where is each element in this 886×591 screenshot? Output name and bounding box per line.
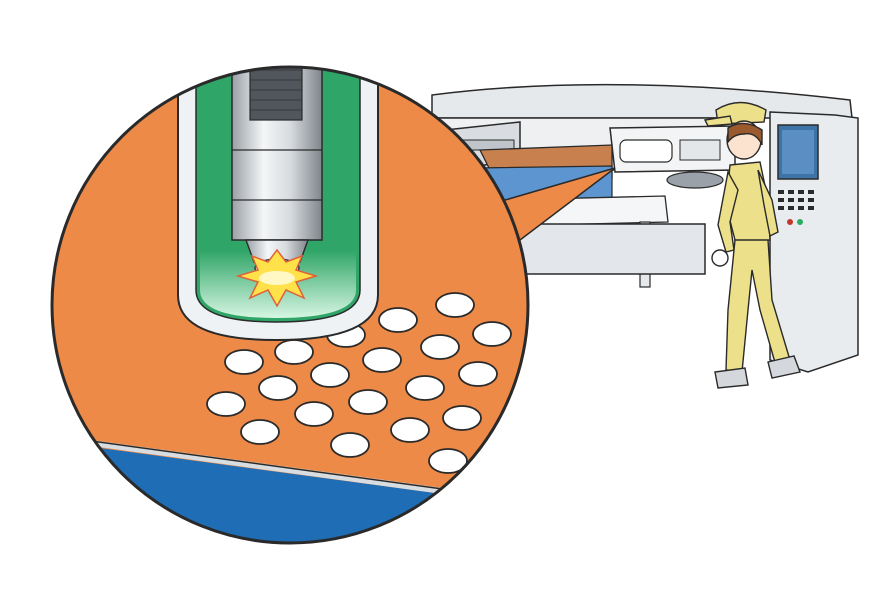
spark-icon (235, 248, 319, 308)
control-panel-icon (769, 111, 859, 373)
operator-icon (703, 101, 801, 389)
magnified-view (52, 67, 528, 543)
magnifier-ring (50, 65, 530, 545)
machine-base (504, 223, 706, 275)
punched-holes (206, 292, 512, 474)
